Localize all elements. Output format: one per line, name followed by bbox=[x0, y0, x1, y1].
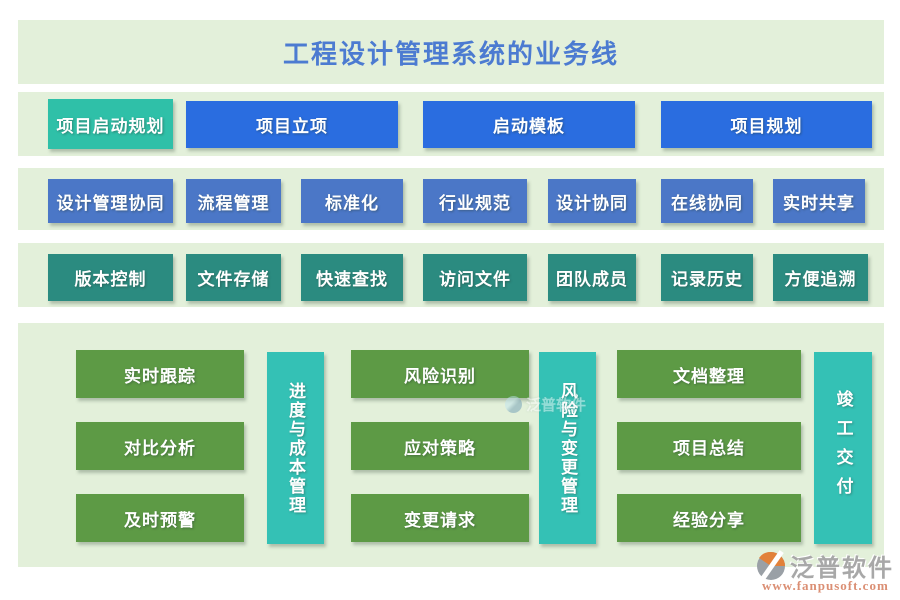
flow-box: 设计协同 bbox=[548, 179, 636, 223]
stage-bar: 进度与成本管理 bbox=[267, 352, 324, 544]
flow-box: 行业规范 bbox=[423, 179, 527, 223]
task-box: 风险识别 bbox=[351, 350, 529, 398]
flow-box: 实时共享 bbox=[773, 179, 865, 223]
stage-bar-label: 风险与变更管理 bbox=[558, 381, 577, 515]
flow-box: 访问文件 bbox=[423, 254, 527, 301]
task-box: 实时跟踪 bbox=[76, 350, 244, 398]
flow-box: 快速查找 bbox=[301, 254, 403, 301]
fanpu-brand-text: 泛普软件 bbox=[790, 555, 894, 582]
fanpu-logo-icon bbox=[757, 550, 785, 582]
row-band-documents: 版本控制文件存储快速查找访问文件团队成员记录历史方便追溯 bbox=[18, 243, 884, 307]
task-box: 变更请求 bbox=[351, 494, 529, 542]
stage-bar: 风险与变更管理 bbox=[539, 352, 596, 544]
flow-box: 方便追溯 bbox=[773, 254, 868, 301]
flow-box: 项目启动规划 bbox=[48, 99, 173, 149]
task-box: 经验分享 bbox=[617, 494, 801, 542]
task-box: 及时预警 bbox=[76, 494, 244, 542]
title-band: 工程设计管理系统的业务线 bbox=[18, 20, 884, 84]
flow-box: 项目立项 bbox=[186, 101, 398, 148]
bottom-band-stages: 实时跟踪对比分析及时预警 进度与成本管理 风险识别应对策略变更请求 风险与变更管理 文档… bbox=[18, 323, 884, 567]
stage-bar: 竣工交付 bbox=[814, 352, 872, 544]
row-band-design-collaboration: 设计管理协同流程管理标准化行业规范设计协同在线协同实时共享 bbox=[18, 168, 884, 230]
flow-box: 记录历史 bbox=[661, 254, 753, 301]
stage-bar-label: 进度与成本管理 bbox=[286, 381, 305, 515]
flow-box: 版本控制 bbox=[48, 254, 173, 301]
flow-box: 在线协同 bbox=[661, 179, 753, 223]
flow-box: 设计管理协同 bbox=[48, 179, 173, 223]
flow-box: 团队成员 bbox=[548, 254, 636, 301]
flow-box: 流程管理 bbox=[186, 179, 281, 223]
task-box: 对比分析 bbox=[76, 422, 244, 470]
page-title: 工程设计管理系统的业务线 bbox=[282, 39, 619, 70]
flow-box: 启动模板 bbox=[423, 101, 635, 148]
task-box: 文档整理 bbox=[617, 350, 801, 398]
fanpu-url-text: www.fanpusoft.com bbox=[762, 578, 889, 593]
task-box: 项目总结 bbox=[617, 422, 801, 470]
flow-box: 文件存储 bbox=[186, 254, 281, 301]
row-band-initiation: 项目启动规划项目立项启动模板项目规划 bbox=[18, 92, 884, 156]
stage-bar-label: 竣工交付 bbox=[833, 390, 853, 506]
fanpu-logo: 泛普软件 www.fanpusoft.com bbox=[750, 548, 895, 596]
task-box: 应对策略 bbox=[351, 422, 529, 470]
flow-box: 项目规划 bbox=[661, 101, 872, 148]
flow-box: 标准化 bbox=[301, 179, 403, 223]
